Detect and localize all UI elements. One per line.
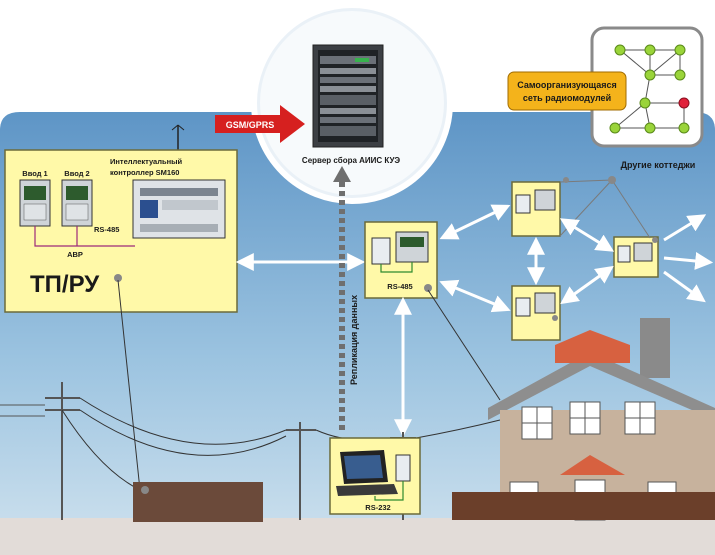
tp-input1-label: Ввод 1 <box>22 169 47 178</box>
arrow-bottom-right <box>560 265 614 305</box>
tp-avr-label: АВР <box>67 250 83 259</box>
arrow-center-top <box>439 204 511 240</box>
server-rack-icon <box>312 44 384 148</box>
arrow-center-bottom <box>439 279 511 313</box>
gsm-arrow <box>215 105 305 143</box>
rs485-wire <box>34 226 135 247</box>
server-label: Сервер сбора АИИС КУЭ <box>302 156 400 165</box>
tp-controller-label-2: контроллер SM160 <box>110 168 179 177</box>
meter-icon <box>61 179 93 227</box>
mesh-title-line1: Самоорганизующаяся <box>517 80 617 90</box>
mesh-panel <box>507 26 704 148</box>
arrow-right-right <box>663 252 714 270</box>
antenna-icon <box>171 124 185 150</box>
laptop-rs232-label: RS-232 <box>365 503 390 512</box>
arrow-top-right <box>559 218 615 252</box>
gsm-label: GSM/GPRS <box>226 120 275 130</box>
tp-input2-label: Ввод 2 <box>64 169 89 178</box>
arrow-right-down <box>663 270 706 303</box>
tp-rs485-label: RS-485 <box>94 225 119 234</box>
mesh-title-line2: сеть радиомодулей <box>523 93 611 103</box>
arrow-right-up <box>663 214 707 242</box>
ground-strip <box>0 518 715 555</box>
other-cottages-label: Другие коттеджи <box>621 160 696 170</box>
controller-icon <box>132 179 226 239</box>
underground-box <box>133 482 263 522</box>
laptop-icon <box>336 450 398 496</box>
replication-label: Репликация данных <box>349 295 359 385</box>
center-rs485-label: RS-485 <box>387 282 412 291</box>
fence <box>452 492 715 520</box>
meter-icon <box>19 179 51 227</box>
tp-title: ТП/РУ <box>30 271 100 298</box>
tp-controller-label-1: Интеллектуальный <box>110 157 183 166</box>
